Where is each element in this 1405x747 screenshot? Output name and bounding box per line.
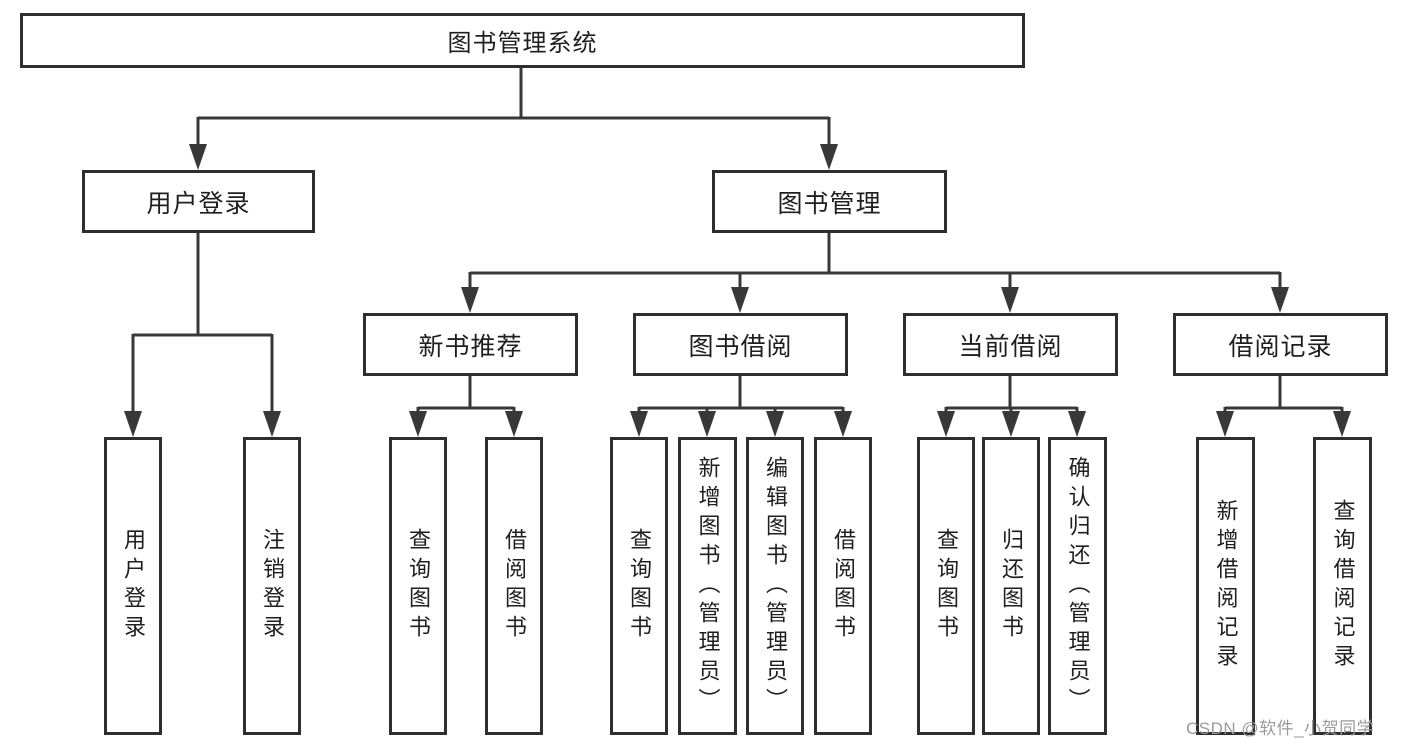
node-label: 新增借阅记录 [1213, 499, 1239, 673]
node-label: 借阅记录 [1228, 332, 1333, 361]
node-query-books-3: 查询图书 [917, 437, 975, 735]
node-label: 用户登录 [146, 189, 251, 218]
node-book-borrowing: 图书借阅 [633, 313, 848, 376]
node-book-management-group: 图书管理 [712, 170, 947, 233]
node-label: 当前借阅 [958, 332, 1063, 361]
node-add-borrow-record: 新增借阅记录 [1196, 437, 1255, 735]
node-query-books-1: 查询图书 [389, 437, 447, 735]
node-query-books-2: 查询图书 [610, 437, 668, 735]
node-label: 确认归还（管理员） [1065, 455, 1091, 717]
node-add-books-admin: 新增图书（管理员） [678, 437, 737, 735]
node-user-login: 用户登录 [104, 437, 162, 735]
node-library-management-system: 图书管理系统 [20, 13, 1025, 68]
node-label: 新增图书（管理员） [695, 455, 721, 717]
node-label: 借阅图书 [831, 528, 856, 644]
node-user-login-group: 用户登录 [82, 170, 315, 233]
node-borrow-books-2: 借阅图书 [814, 437, 872, 735]
node-query-borrow-record: 查询借阅记录 [1313, 437, 1372, 735]
node-label: 新书推荐 [418, 332, 523, 361]
node-label: 图书管理 [777, 189, 882, 218]
node-label: 查询图书 [627, 528, 652, 644]
node-new-book-recommend: 新书推荐 [363, 313, 578, 376]
node-logout: 注销登录 [243, 437, 301, 735]
node-label: 归还图书 [999, 528, 1024, 644]
node-return-books: 归还图书 [982, 437, 1040, 735]
csdn-watermark: CSDN @软件_小贺同学 [1186, 719, 1375, 738]
node-label: 查询借阅记录 [1330, 499, 1356, 673]
node-label: 查询图书 [406, 528, 431, 644]
node-label: 图书借阅 [688, 332, 793, 361]
node-edit-books-admin: 编辑图书（管理员） [746, 437, 804, 735]
node-borrow-books-1: 借阅图书 [485, 437, 543, 735]
node-label: 借阅图书 [502, 528, 527, 644]
node-label: 查询图书 [934, 528, 959, 644]
node-current-borrowing: 当前借阅 [903, 313, 1118, 376]
node-label: 图书管理系统 [447, 30, 598, 57]
node-label: 注销登录 [260, 528, 285, 644]
node-borrowing-records: 借阅记录 [1173, 313, 1388, 376]
node-label: 用户登录 [121, 528, 146, 644]
arrowheads [124, 144, 1351, 437]
node-label: 编辑图书（管理员） [763, 455, 788, 717]
node-confirm-return-admin: 确认归还（管理员） [1048, 437, 1107, 735]
